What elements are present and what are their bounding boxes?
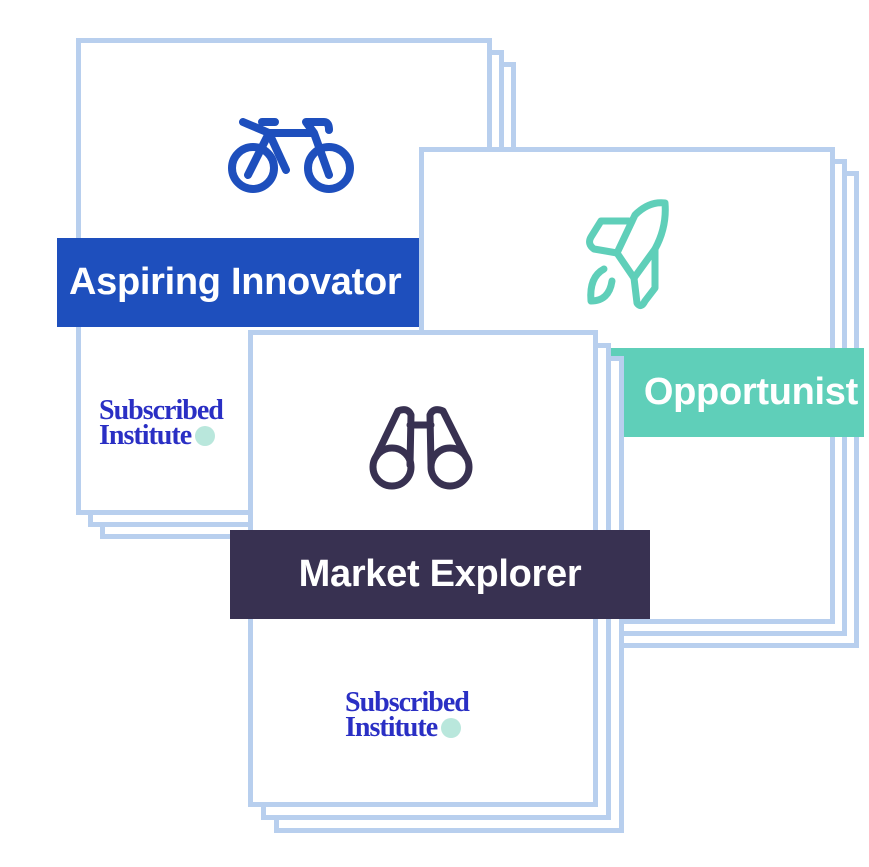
binoculars-icon — [369, 406, 473, 490]
persona-title: Market Explorer — [298, 553, 582, 595]
persona-title: Aspiring Innovator — [69, 261, 402, 303]
bicycle-icon — [228, 118, 354, 193]
rocket-icon — [586, 199, 669, 310]
persona-title: Opportunist — [643, 371, 858, 413]
persona-title-band: Market Explorer — [230, 530, 650, 619]
